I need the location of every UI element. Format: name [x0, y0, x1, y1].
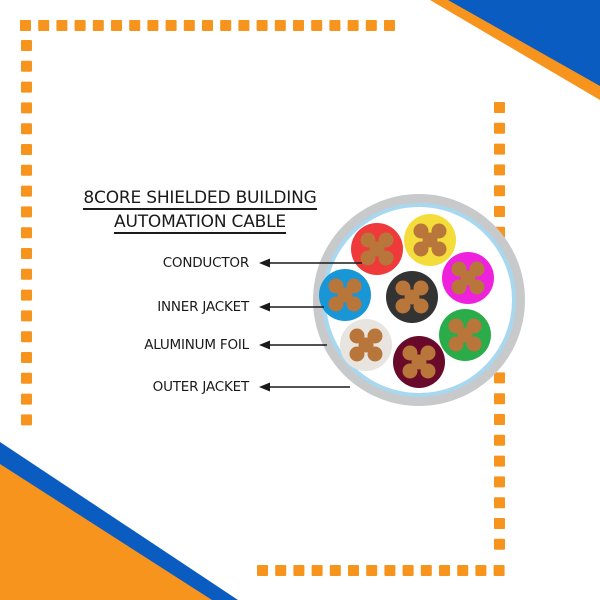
core-blue	[319, 269, 371, 321]
bottom-left-corner-decor	[0, 442, 238, 600]
cable-cross-section	[313, 194, 525, 406]
core-magenta	[442, 252, 494, 304]
title-line-1: 8CORE SHIELDED BUILDING	[83, 188, 317, 210]
label-inner-jacket: INNER JACKET	[157, 299, 249, 315]
core-green	[439, 309, 491, 361]
label-conductor: CONDUCTOR	[162, 255, 250, 271]
core-maroon	[393, 336, 445, 388]
core-yellow	[404, 214, 456, 266]
label-arrows	[259, 258, 362, 392]
dotted-frame	[20, 20, 505, 576]
core-black	[386, 271, 438, 323]
diagram-title: 8CORE SHIELDED BUILDING AUTOMATION CABLE	[60, 186, 340, 234]
core-white	[340, 319, 392, 371]
core-red	[351, 223, 403, 275]
top-right-corner-decor	[430, 0, 600, 100]
label-aluminum-foil: ALUMINUM FOIL	[144, 337, 249, 353]
label-outer-jacket: OUTER JACKET	[152, 379, 250, 395]
title-line-2: AUTOMATION CABLE	[114, 212, 286, 234]
